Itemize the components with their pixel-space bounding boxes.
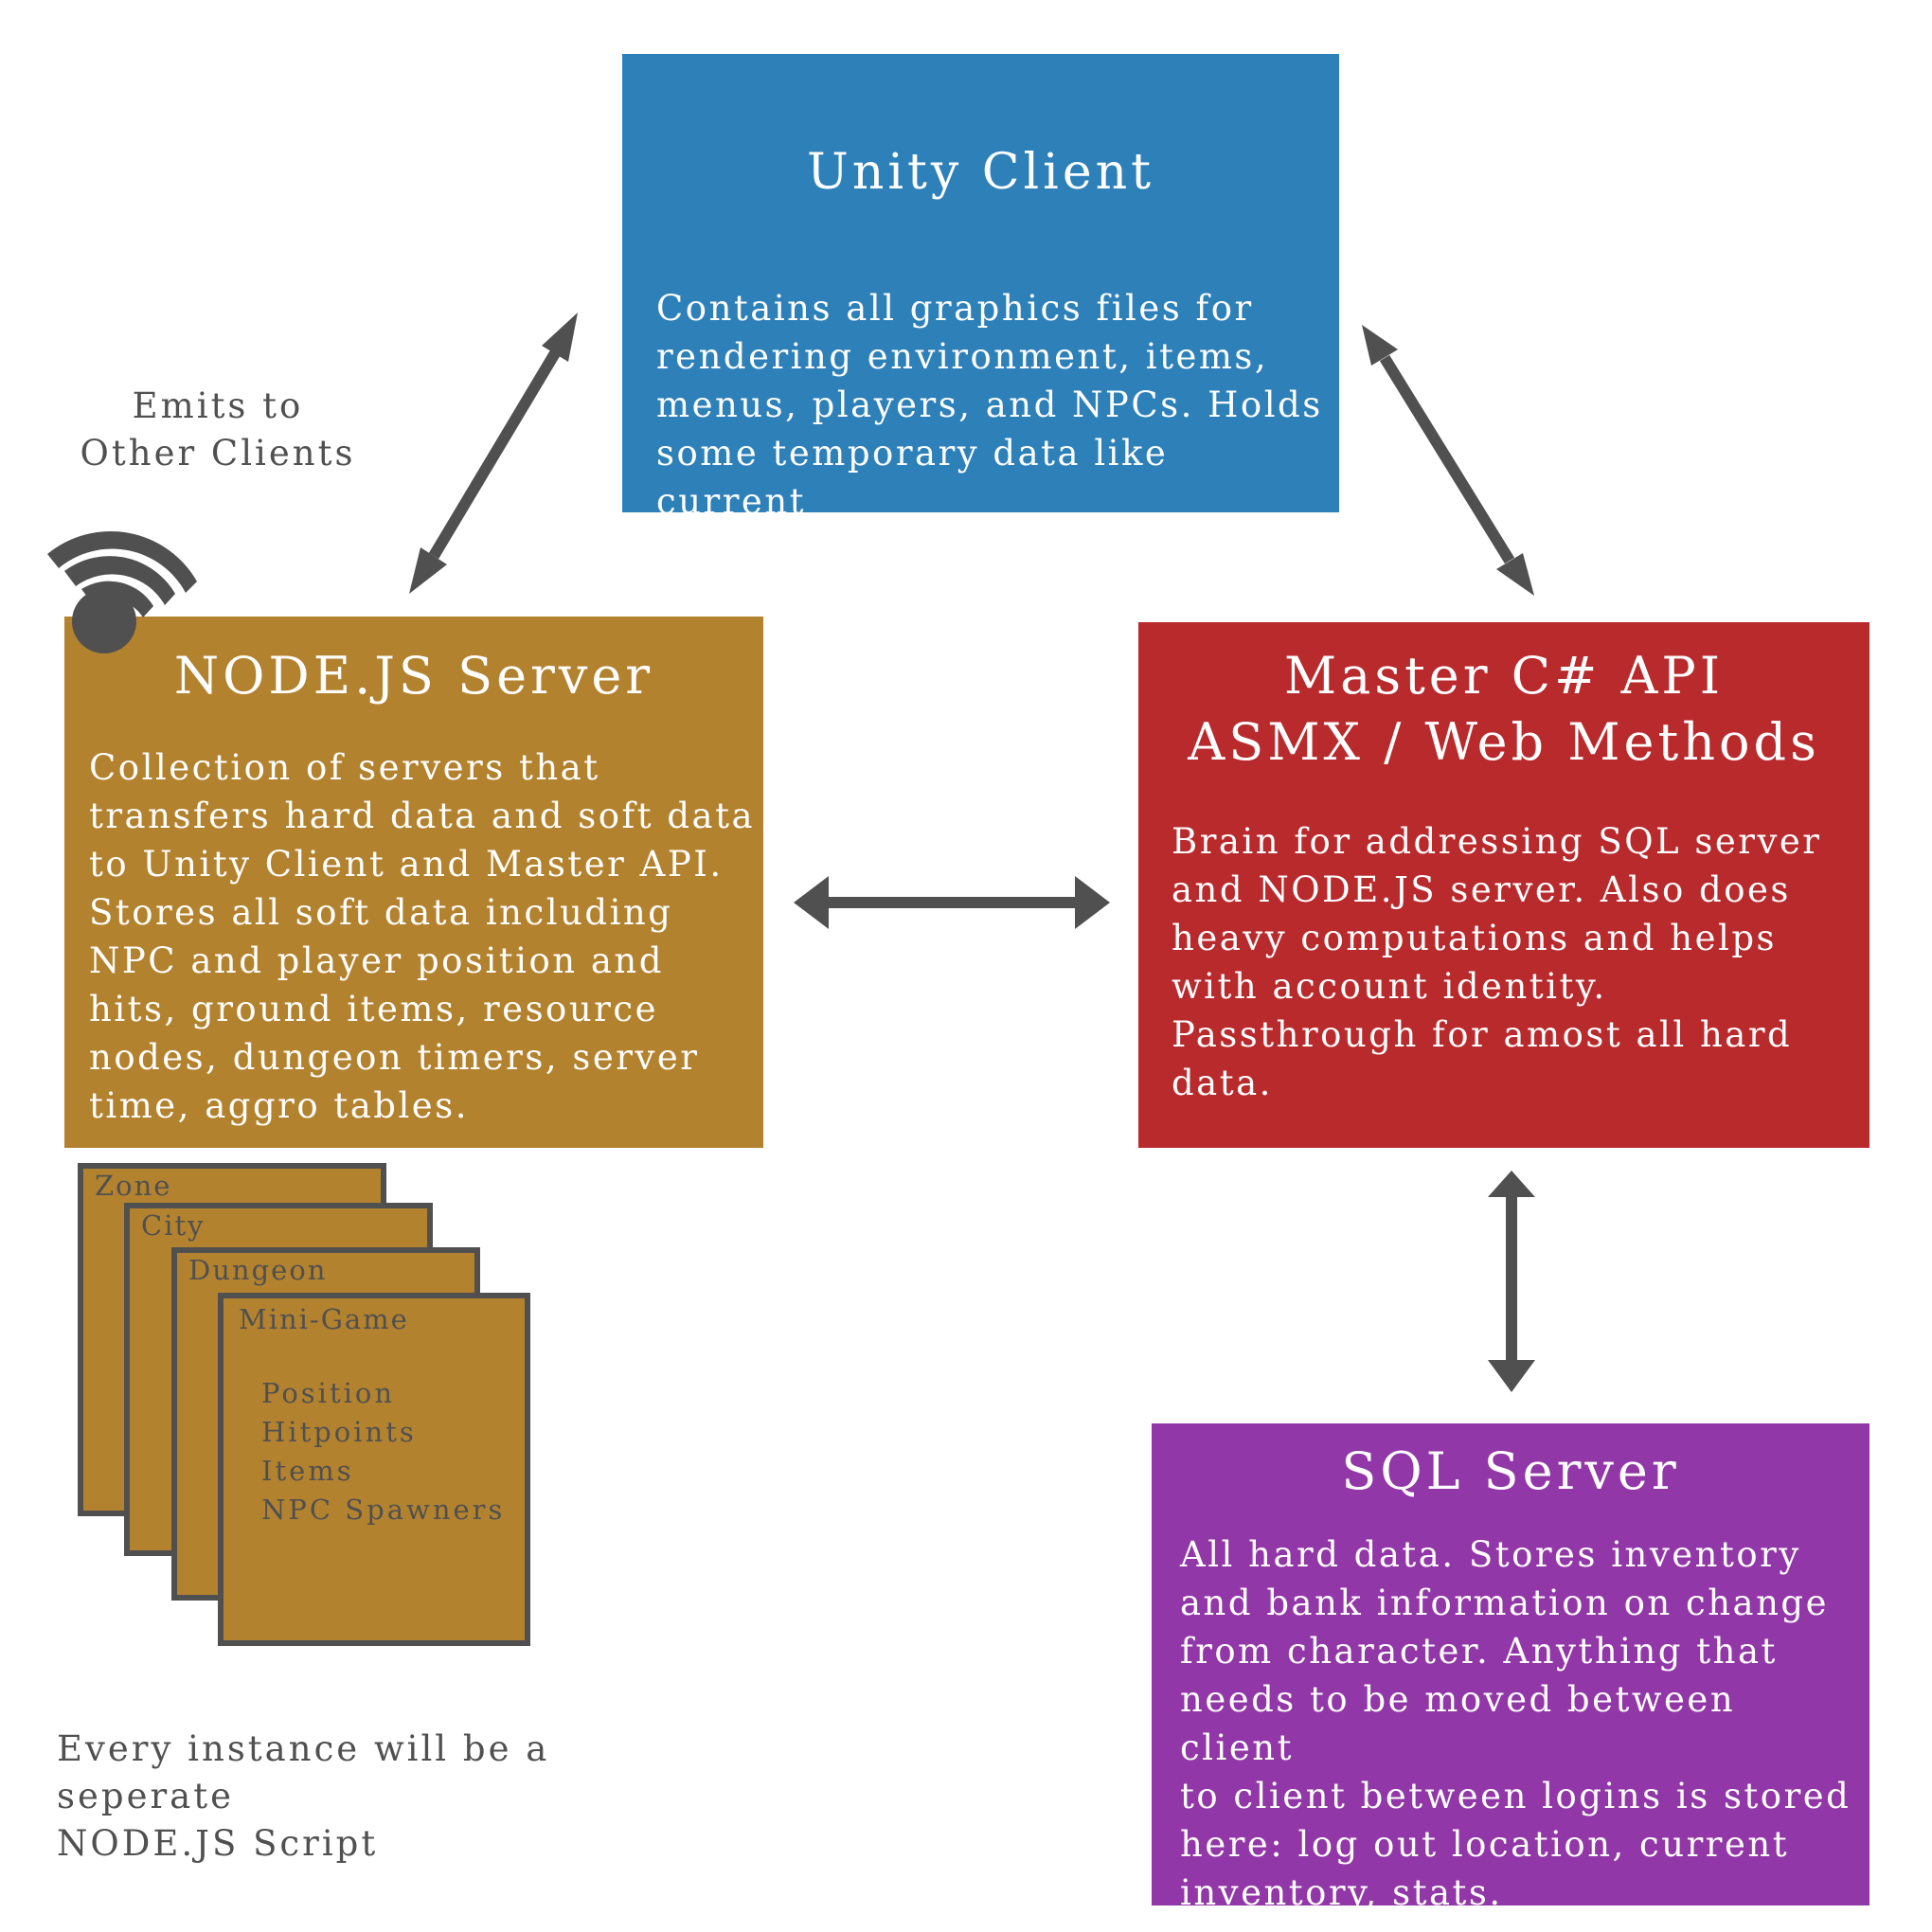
arrow-node-unity bbox=[409, 313, 578, 594]
instance-data-item: Items bbox=[261, 1455, 354, 1487]
instance-page-label: Zone bbox=[95, 1170, 172, 1202]
node-server-description: Collection of servers that transfers har… bbox=[89, 747, 756, 1126]
broadcast-signal-icon bbox=[47, 531, 197, 653]
master-api-box: Master C# API ASMX / Web Methods Brain f… bbox=[1138, 622, 1869, 1148]
master-api-description: Brain for addressing SQL server and NODE… bbox=[1172, 821, 1822, 1103]
arrow-master-sql bbox=[1488, 1171, 1535, 1392]
instance-page-label: Dungeon bbox=[188, 1254, 328, 1286]
emits-to-other-clients-note: Emits to Other Clients bbox=[80, 385, 356, 474]
unity-client-box: Unity Client Contains all graphics files… bbox=[622, 54, 1339, 570]
instance-data-item: Hitpoints bbox=[261, 1416, 417, 1448]
instance-page-mini-game: Mini-Game Position Hitpoints Items NPC S… bbox=[218, 1293, 530, 1646]
sql-server-description: All hard data. Stores inventory and bank… bbox=[1180, 1534, 1852, 1913]
master-api-title: Master C# API ASMX / Web Methods bbox=[1188, 646, 1820, 772]
instance-script-note: Every instance will be a seperate NODE.J… bbox=[57, 1728, 550, 1864]
instance-data-item: NPC Spawners bbox=[261, 1494, 506, 1526]
sql-server-title: SQL Server bbox=[1341, 1441, 1680, 1501]
instance-data-item: Position bbox=[261, 1377, 396, 1409]
instance-page-label: Mini-Game bbox=[239, 1303, 409, 1335]
sql-server-box: SQL Server All hard data. Stores invento… bbox=[1152, 1423, 1869, 1913]
unity-client-description: Contains all graphics files for renderin… bbox=[656, 288, 1323, 570]
instance-page-label: City bbox=[141, 1209, 206, 1242]
arrow-unity-master bbox=[1362, 325, 1534, 596]
unity-client-title: Unity Client bbox=[807, 144, 1154, 201]
arrow-node-master bbox=[794, 876, 1110, 929]
node-server-box: NODE.JS Server Collection of servers tha… bbox=[64, 617, 763, 1148]
instance-data-list: Position Hitpoints Items NPC Spawners bbox=[261, 1374, 505, 1530]
node-server-title: NODE.JS Server bbox=[173, 646, 654, 706]
